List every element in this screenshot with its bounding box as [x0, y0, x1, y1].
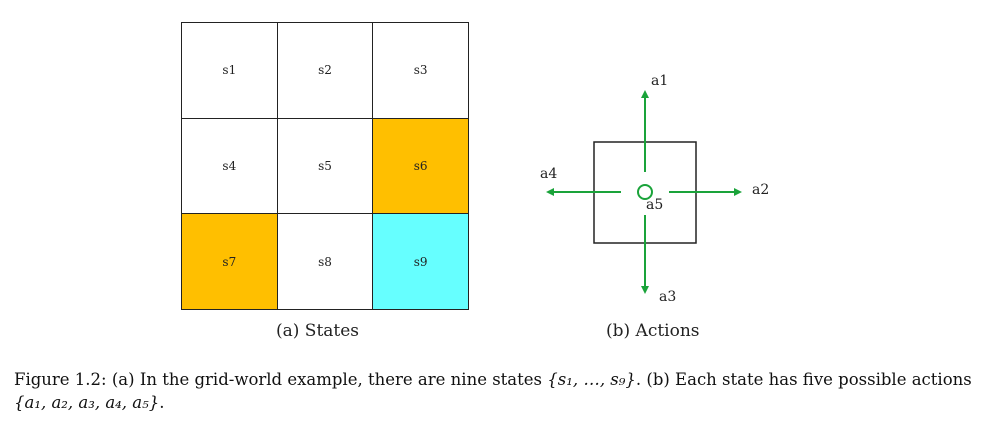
- caption-text-3: .: [159, 393, 165, 412]
- grid-cell-s1: s1: [182, 23, 278, 119]
- label-a2: a2: [752, 182, 770, 198]
- figure-caption: Figure 1.2: (a) In the grid-world exampl…: [14, 368, 984, 414]
- grid-cell-s4: s4: [182, 118, 278, 215]
- label-a3: a3: [659, 289, 677, 305]
- stay-circle-a5: [637, 184, 653, 200]
- grid-cell-s7: s7: [182, 214, 278, 310]
- states-subcaption: (a) States: [276, 321, 360, 341]
- caption-action-set: {a₁, a₂, a₃, a₄, a₅}: [14, 393, 160, 412]
- grid-cell-s8: s8: [277, 214, 374, 310]
- grid-cell-s2: s2: [277, 23, 374, 119]
- caption-state-set: {s₁, …, s₉}: [547, 370, 636, 389]
- actions-diagram: [546, 90, 742, 294]
- grid-cell-s3: s3: [373, 23, 469, 119]
- label-a5: a5: [646, 197, 664, 213]
- state-grid: s1 s2 s3 s4 s5 s6 s7 s8 s9: [181, 22, 469, 310]
- grid-cell-s6: s6: [373, 118, 469, 215]
- grid-cell-s5: s5: [277, 118, 374, 215]
- grid-cell-s9: s9: [373, 214, 469, 310]
- caption-text-2: . (b) Each state has five possible actio…: [635, 370, 972, 389]
- caption-text-1: Figure 1.2: (a) In the grid-world exampl…: [14, 370, 548, 389]
- label-a1: a1: [651, 73, 669, 89]
- label-a4: a4: [540, 166, 558, 182]
- actions-subcaption: (b) Actions: [606, 321, 700, 341]
